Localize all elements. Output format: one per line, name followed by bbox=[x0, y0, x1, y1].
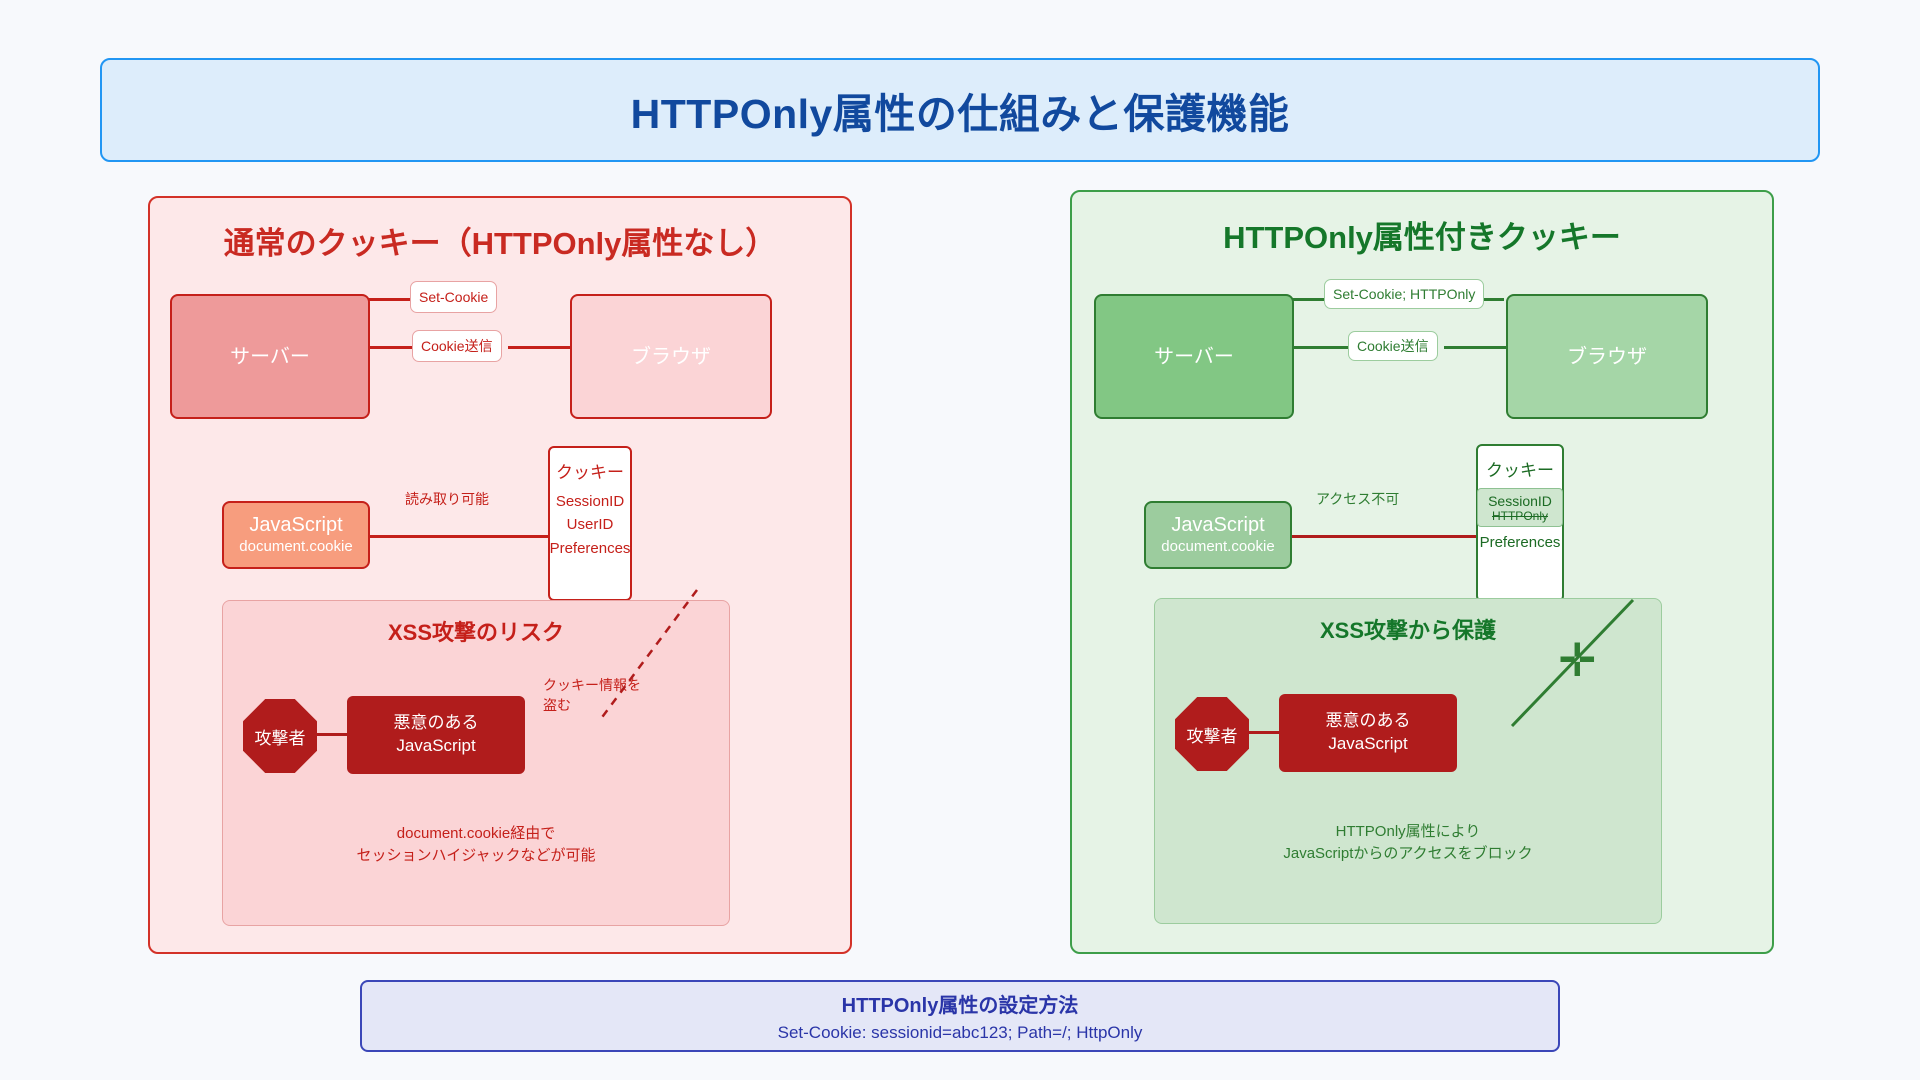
cookie-item: Preferences bbox=[1479, 534, 1561, 551]
edge-label-cookie-send: Cookie送信 bbox=[412, 330, 502, 362]
node-server-label: サーバー bbox=[230, 345, 310, 368]
cookie-store-title: クッキー bbox=[556, 463, 624, 482]
cookie-item: UserID bbox=[566, 516, 614, 534]
block-marker-icon: ✛ bbox=[1558, 634, 1597, 686]
line-browser-to-server-cookie-send-b bbox=[1444, 346, 1506, 349]
node-javascript: JavaScript document.cookie bbox=[1144, 501, 1292, 569]
line-js-blocked-from-cookie bbox=[1290, 535, 1492, 538]
cookie-protected-flag: HTTPOnly bbox=[1491, 509, 1548, 523]
cookie-store-title: クッキー bbox=[1486, 461, 1554, 480]
section-xss-risk-title: XSS攻撃のリスク bbox=[387, 620, 565, 645]
section-xss-risk: XSS攻撃のリスク 攻撃者 悪意のある JavaScript クッキー情報を 盗… bbox=[222, 600, 730, 926]
node-browser: ブラウザ bbox=[570, 294, 772, 419]
edge-label-set-cookie-httponly: Set-Cookie; HTTPOnly bbox=[1324, 279, 1485, 309]
node-javascript: JavaScript document.cookie bbox=[222, 501, 370, 569]
node-browser-label: ブラウザ bbox=[631, 345, 711, 368]
evil-javascript-line2: JavaScript bbox=[1328, 734, 1408, 753]
evil-javascript-node: 悪意のある JavaScript bbox=[1279, 694, 1457, 772]
line-attacker-to-evil-js bbox=[297, 733, 347, 736]
section-xss-protected-note-line1: HTTPOnly属性により bbox=[1335, 823, 1481, 840]
label-read-access: 読み取り可能 bbox=[405, 491, 489, 507]
panel-normal-cookie: 通常のクッキー（HTTPOnly属性なし） サーバー ブラウザ Set-Cook… bbox=[148, 196, 852, 954]
footer-howto: HTTPOnly属性の設定方法 Set-Cookie: sessionid=ab… bbox=[360, 980, 1560, 1052]
line-browser-to-server-cookie-send-b bbox=[508, 346, 570, 349]
attacker-node: 攻撃者 bbox=[243, 699, 317, 773]
section-xss-protected-note-line2: JavaScriptからのアクセスをブロック bbox=[1283, 845, 1533, 862]
attacker-label: 攻撃者 bbox=[1186, 726, 1238, 746]
panel-normal-cookie-title: 通常のクッキー（HTTPOnly属性なし） bbox=[223, 226, 777, 261]
line-attacker-to-evil-js bbox=[1229, 731, 1279, 734]
node-server: サーバー bbox=[170, 294, 370, 419]
node-browser: ブラウザ bbox=[1506, 294, 1708, 419]
page-title: HTTPOnly属性の仕組みと保護機能 bbox=[630, 91, 1290, 137]
cookie-item: Preferences bbox=[549, 539, 631, 557]
node-server-label: サーバー bbox=[1154, 345, 1234, 368]
edge-label-cookie-send: Cookie送信 bbox=[1348, 331, 1438, 361]
node-server: サーバー bbox=[1094, 294, 1294, 419]
evil-javascript-line1: 悪意のある bbox=[1325, 711, 1411, 731]
evil-javascript-node: 悪意のある JavaScript bbox=[347, 696, 525, 774]
label-steal-cookie-line2: 盗む bbox=[543, 697, 571, 713]
node-javascript-label: JavaScript bbox=[249, 514, 343, 537]
cookie-protected-entry: SessionID HTTPOnly bbox=[1477, 488, 1563, 527]
node-javascript-sublabel: document.cookie bbox=[239, 538, 353, 556]
line-server-to-browser-set-cookie bbox=[328, 298, 478, 301]
attacker-node: 攻撃者 bbox=[1175, 697, 1249, 771]
evil-javascript-line2: JavaScript bbox=[396, 736, 476, 755]
cookie-protected-item: SessionID bbox=[1488, 493, 1552, 509]
section-xss-protected: XSS攻撃から保護 攻撃者 悪意のある JavaScript ✛ HTTPOnl… bbox=[1154, 598, 1662, 924]
footer-code: Set-Cookie: sessionid=abc123; Path=/; Ht… bbox=[777, 1023, 1143, 1042]
line-browser-to-server-cookie-send-a bbox=[1252, 346, 1374, 349]
panel-httponly-cookie: HTTPOnly属性付きクッキー サーバー ブラウザ Set-Cookie; H… bbox=[1070, 190, 1774, 954]
panel-httponly-cookie-title: HTTPOnly属性付きクッキー bbox=[1223, 220, 1621, 255]
page-title-banner: HTTPOnly属性の仕組みと保護機能 bbox=[100, 58, 1820, 162]
edge-label-set-cookie: Set-Cookie bbox=[410, 281, 498, 313]
section-xss-protected-title: XSS攻撃から保護 bbox=[1319, 618, 1497, 643]
cookie-store: クッキー SessionID HTTPOnly Preferences bbox=[1476, 444, 1564, 602]
node-browser-label: ブラウザ bbox=[1567, 345, 1647, 368]
line-js-to-cookie bbox=[367, 535, 567, 538]
label-steal-cookie-line1: クッキー情報を bbox=[543, 677, 641, 693]
line-browser-to-server-cookie-send-a bbox=[328, 346, 438, 349]
attacker-label: 攻撃者 bbox=[254, 728, 306, 748]
section-xss-risk-note-line2: セッションハイジャックなどが可能 bbox=[356, 847, 596, 864]
label-access-denied: アクセス不可 bbox=[1316, 491, 1400, 507]
footer-title: HTTPOnly属性の設定方法 bbox=[841, 995, 1079, 1017]
cookie-item: SessionID bbox=[555, 493, 625, 510]
evil-javascript-line1: 悪意のある bbox=[393, 713, 479, 733]
node-javascript-sublabel: document.cookie bbox=[1161, 538, 1275, 556]
cookie-store: クッキー SessionID UserID Preferences bbox=[548, 446, 632, 601]
section-xss-risk-note-line1: document.cookie経由で bbox=[396, 825, 556, 842]
node-javascript-label: JavaScript bbox=[1171, 514, 1265, 537]
